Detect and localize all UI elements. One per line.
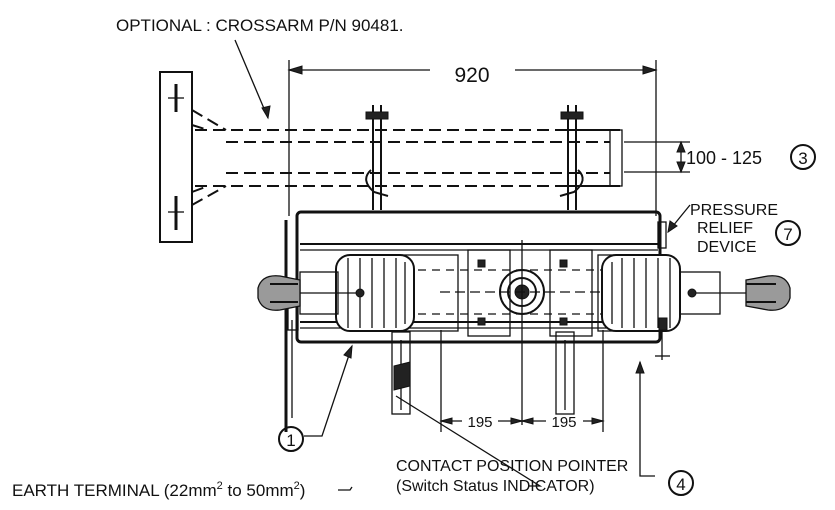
callout-7: 7	[783, 225, 792, 244]
contact-pointer-label-1: CONTACT POSITION POINTER	[396, 458, 628, 475]
callout-3: 3	[798, 149, 807, 168]
callout-4-circle	[668, 470, 694, 496]
width-dimension-label: 920	[454, 64, 489, 87]
dimension-left-label: 195	[467, 414, 492, 431]
callout-1-circle	[278, 426, 304, 452]
callout-7-circle	[775, 220, 801, 246]
dimension-right-label: 195	[551, 414, 576, 431]
legs	[391, 331, 575, 415]
contact-pointer-label-2: (Switch Status INDICATOR)	[396, 478, 595, 495]
bushing-left	[299, 254, 415, 332]
pressure-relief-label-1: PRESSURE	[690, 202, 778, 219]
earth-terminal-lug	[393, 361, 411, 391]
callout-1: 1	[286, 431, 295, 450]
earth-terminal-label: EARTH TERMINAL (22mm2 to 50mm2)	[12, 480, 305, 500]
dimension-920: 920	[287, 60, 658, 216]
crossarm-label: OPTIONAL : CROSSARM P/N 90481.	[116, 16, 404, 35]
leaders	[234, 39, 691, 487]
bushing-right	[601, 254, 721, 332]
dimension-195: 195 195	[439, 330, 605, 432]
pressure-relief-label-2: RELIEF	[697, 220, 753, 237]
terminal-right	[687, 275, 791, 311]
crossarm-bracket	[159, 71, 227, 243]
callout-3-circle	[790, 144, 816, 170]
bracket-plate	[159, 71, 193, 243]
height-dimension-label: 100 - 125	[686, 148, 762, 168]
pressure-relief-device	[655, 221, 670, 360]
crossarm	[195, 129, 623, 187]
pressure-relief-label-3: DEVICE	[697, 239, 757, 256]
callout-4: 4	[676, 475, 685, 494]
u-bolt-right	[559, 105, 584, 210]
dimension-100-125: 100 - 125 3	[624, 140, 816, 174]
terminal-left	[257, 275, 365, 311]
u-bolt-left	[365, 105, 389, 210]
